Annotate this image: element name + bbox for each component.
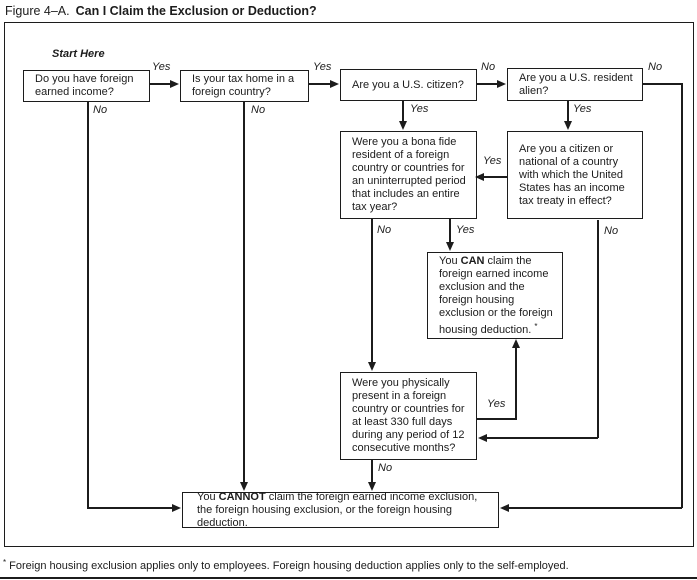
edge-label-yes: Yes (313, 61, 332, 73)
footnote: * Foreign housing exclusion applies only… (3, 558, 569, 572)
connector-line (150, 83, 172, 85)
arrowhead-icon (512, 339, 520, 348)
edge-label-yes: Yes (456, 224, 475, 236)
connector-line (504, 507, 682, 509)
arrowhead-icon (368, 362, 376, 371)
node-text: Is your tax home in a foreign country? (192, 73, 295, 98)
edge-label-yes: Yes (573, 103, 592, 115)
connector-line (87, 507, 174, 509)
edge-label-yes: Yes (152, 61, 171, 73)
arrowhead-icon (475, 173, 484, 181)
connector-line (243, 101, 245, 484)
connector-line (484, 437, 598, 439)
edge-label-no: No (93, 104, 108, 116)
connector-line (449, 219, 451, 244)
start-here-label: Start Here (52, 48, 105, 60)
connector-line (597, 220, 599, 438)
connector-line (309, 83, 332, 85)
figure-number: Figure 4–A. (5, 4, 70, 18)
arrowhead-icon (399, 121, 407, 130)
edge-label-yes: Yes (483, 155, 502, 167)
cannot-bold: CANNOT (218, 490, 266, 503)
arrowhead-icon (497, 80, 506, 88)
connector-line (681, 83, 683, 508)
connector-line (477, 83, 499, 85)
connector-line (567, 101, 569, 123)
node-text: Are you a citizen or national of a count… (519, 142, 625, 207)
edge-label-yes: Yes (487, 398, 506, 410)
node-text: Are you a U.S. citizen? (352, 78, 464, 91)
node-text: Were you a bona fide resident of a forei… (352, 136, 466, 213)
edge-label-no: No (378, 462, 393, 474)
node-text: Are you a U.S. resident alien? (519, 71, 633, 97)
arrowhead-icon (240, 482, 248, 491)
connector-line (371, 459, 373, 484)
footnote-marker: * (3, 558, 7, 567)
node-can-claim: You CAN claim the foreign earned income … (427, 252, 563, 339)
cannot-post: claim the foreign earned income exclusio… (197, 490, 478, 529)
footnote-text: Foreign housing exclusion applies only t… (6, 560, 569, 572)
node-text: Were you physically present in a foreign… (352, 377, 465, 454)
figure-title: Figure 4–A. Can I Claim the Exclusion or … (5, 4, 317, 18)
node-text: You CANNOT claim the foreign earned inco… (183, 489, 498, 532)
arrowhead-icon (446, 242, 454, 251)
node-physical-presence: Were you physically present in a foreign… (340, 372, 477, 460)
connector-line (87, 101, 89, 508)
node-foreign-earned-income: Do you have foreign earned income? (23, 70, 150, 102)
node-tax-treaty: Are you a citizen or national of a count… (507, 131, 643, 219)
arrowhead-icon (500, 504, 509, 512)
page-rule (0, 577, 697, 579)
arrowhead-icon (368, 482, 376, 491)
cannot-pre: You (197, 490, 219, 503)
node-cannot-claim: You CANNOT claim the foreign earned inco… (182, 491, 499, 529)
arrowhead-icon (330, 80, 339, 88)
node-resident-alien: Are you a U.S. resident alien? (507, 68, 643, 101)
edge-label-no: No (377, 224, 392, 236)
node-text: You CAN claim the foreign earned income … (428, 253, 562, 339)
connector-line (643, 83, 682, 85)
edge-label-no: No (251, 104, 266, 116)
arrowhead-icon (170, 80, 179, 88)
connector-line (402, 101, 404, 123)
node-bona-fide-residence: Were you a bona fide resident of a forei… (340, 131, 477, 219)
can-post: claim the foreign earned income exclusio… (439, 254, 553, 336)
edge-label-no: No (648, 61, 663, 73)
edge-label-yes: Yes (410, 103, 429, 115)
arrowhead-icon (564, 121, 572, 130)
edge-label-no: No (604, 225, 619, 237)
figure-border (4, 22, 694, 547)
node-us-citizen: Are you a U.S. citizen? (340, 69, 477, 101)
edge-label-no: No (481, 61, 496, 73)
footnote-marker: * (534, 321, 538, 331)
node-text: Do you have foreign earned income? (35, 73, 134, 98)
can-bold: CAN (460, 254, 485, 267)
figure-title-text: Can I Claim the Exclusion or Deduction? (75, 4, 317, 18)
connector-line (477, 418, 517, 420)
can-pre: You (439, 254, 461, 267)
node-tax-home: Is your tax home in a foreign country? (180, 70, 309, 102)
connector-line (371, 219, 373, 364)
arrowhead-icon (172, 504, 181, 512)
connector-line (515, 345, 517, 420)
arrowhead-icon (478, 434, 487, 442)
connector-line (483, 176, 508, 178)
